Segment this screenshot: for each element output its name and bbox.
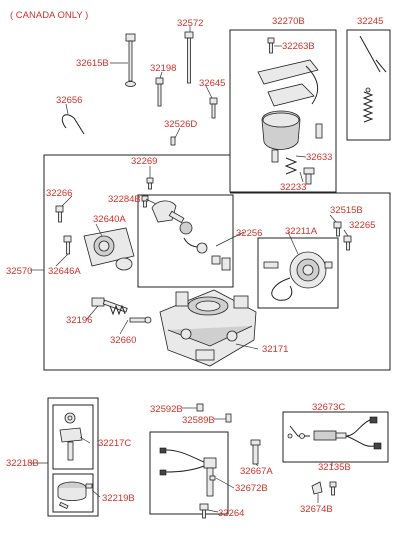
label-32633: 32633 <box>306 152 332 163</box>
adjust-screw-32660 <box>91 297 152 324</box>
label-32589b: 32589B <box>182 415 215 426</box>
pin-32526d <box>170 136 176 146</box>
label-32263b: 32263B <box>282 41 315 52</box>
label-32269: 32269 <box>131 156 157 167</box>
label-32673c: 32673C <box>312 402 345 413</box>
label-32218b: 32218B <box>6 458 39 469</box>
box-32256 <box>137 194 234 288</box>
label-32640a: 32640A <box>93 214 126 225</box>
label-32526d: 32526D <box>164 119 197 130</box>
screw-32646a <box>63 235 72 255</box>
screw-32515b <box>333 221 342 237</box>
label-32672b: 32672B <box>235 483 268 494</box>
label-32171: 32171 <box>262 344 288 355</box>
label-32233: 32233 <box>280 182 306 193</box>
stud-32667a <box>250 439 261 465</box>
screw-32265 <box>343 235 352 251</box>
screw-32264 <box>199 503 209 519</box>
label-32264: 32264 <box>218 508 244 519</box>
label-32660: 32660 <box>110 335 136 346</box>
module-32211a <box>263 251 333 301</box>
label-32135b: 32135B <box>318 462 351 473</box>
label-32265: 32265 <box>349 220 375 231</box>
box-32270b <box>229 29 337 193</box>
label-32646a: 32646A <box>48 266 81 277</box>
label-32572: 32572 <box>177 18 203 29</box>
label-32667a: 32667A <box>240 466 273 477</box>
label-32615b: 32615B <box>76 58 109 69</box>
screw-32645 <box>209 97 218 119</box>
box-32219b <box>52 473 94 513</box>
harness-32672b <box>159 447 217 497</box>
box-32570-right <box>230 192 391 371</box>
label-32266: 32266 <box>46 188 72 199</box>
plug-32592b <box>196 403 204 412</box>
label-32570: 32570 <box>6 266 32 277</box>
choke-assembly-32270b <box>257 37 323 185</box>
box-32673c <box>282 411 389 463</box>
label-32217c: 32217C <box>98 438 131 449</box>
screw-32284b <box>141 195 149 208</box>
label-32256: 32256 <box>236 228 262 239</box>
spring-32245 <box>359 35 387 123</box>
box-32211a <box>257 237 339 309</box>
label-32198: 32198 <box>150 63 176 74</box>
screw-32269 <box>146 177 154 190</box>
label-32515b: 32515B <box>330 205 363 216</box>
box-32218b <box>47 397 99 517</box>
screw-32572 <box>184 31 194 84</box>
plug-32589b <box>225 413 232 423</box>
solenoid-32673c <box>287 416 382 450</box>
screw-32266 <box>55 205 64 223</box>
box-32672b <box>149 431 229 515</box>
canada-only-note: ( CANADA ONLY ) <box>10 10 88 21</box>
diaphragm-32640a <box>83 227 135 271</box>
screw-32615b <box>125 33 136 87</box>
linkage-32256 <box>151 200 231 271</box>
clip-32656 <box>61 114 85 135</box>
clamp-32219b <box>57 481 93 510</box>
bracket-32674b <box>311 481 323 495</box>
label-32645: 32645 <box>199 78 225 89</box>
screw-32198 <box>155 77 164 107</box>
label-32284b: 32284B <box>108 194 141 205</box>
carburetor-body-32171 <box>159 289 257 367</box>
label-32656: 32656 <box>56 95 82 106</box>
needle-valve-32217c <box>59 412 83 461</box>
label-32270b: 32270B <box>272 16 305 27</box>
label-32674b: 32674B <box>300 504 333 515</box>
box-32245 <box>346 29 391 141</box>
label-32196: 32196 <box>66 315 92 326</box>
leader-lines <box>30 26 349 513</box>
box-32217c <box>52 404 94 470</box>
label-32219b: 32219B <box>102 493 135 504</box>
label-32211a: 32211A <box>285 226 318 237</box>
label-32245: 32245 <box>357 16 383 27</box>
label-32592b: 32592B <box>150 404 183 415</box>
screw-32135b <box>329 481 337 496</box>
